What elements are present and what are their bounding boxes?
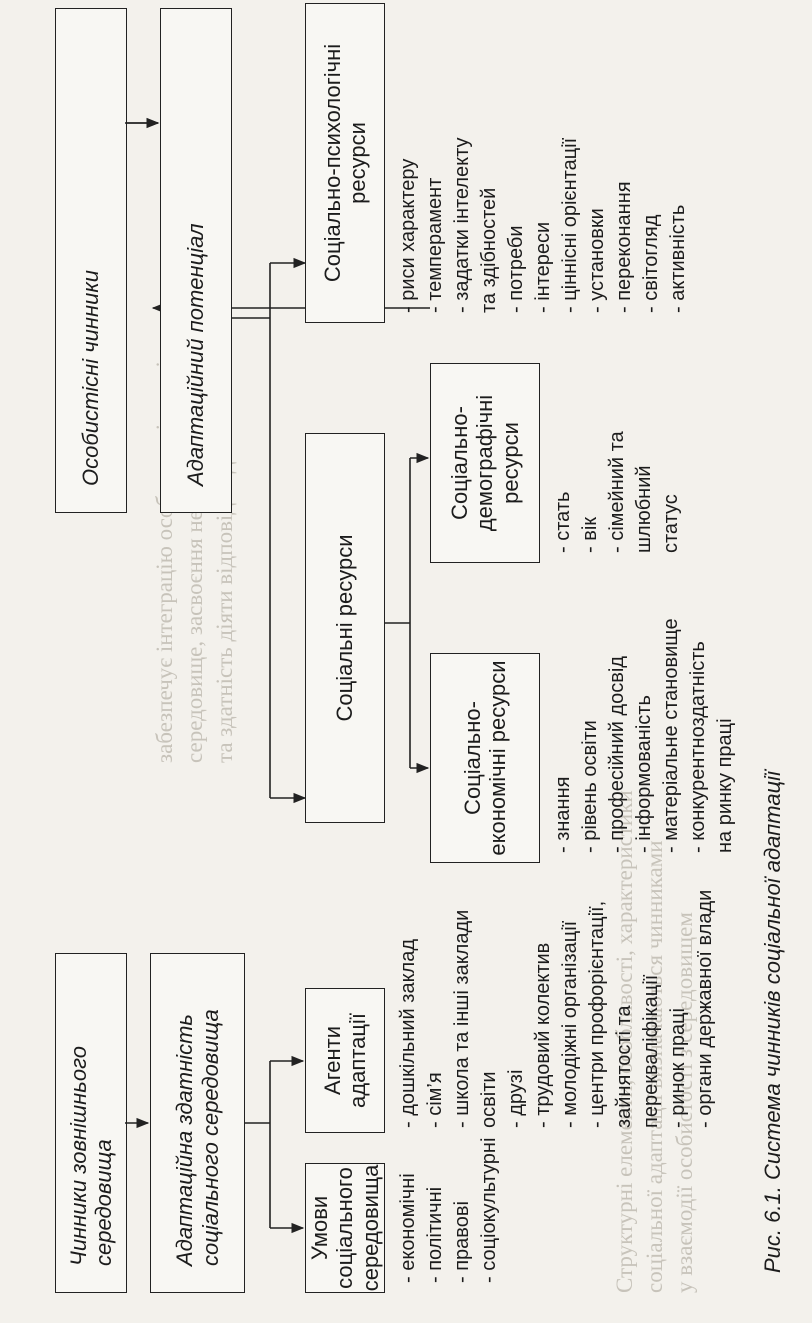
list-item: - матеріальне становище [660,618,682,853]
list-item: - задатки інтелекту [451,137,473,313]
economic-resources-box: Соціально-економічні ресурси [430,653,540,863]
external-factors-box: Чинники зовнішнього середовища [55,953,127,1293]
demographic-resources-box: Соціально-демографічні ресурси [430,363,540,563]
list-item: - темперамент [424,177,446,313]
conditions-title: Умови соціального середовища [307,1164,383,1292]
list-item: - стать [552,491,574,553]
list-item: - економічні [397,1173,419,1283]
economic-resources-title: Соціально-економічні ресурси [459,660,510,856]
list-item: - конкурентноздатність [687,641,709,853]
list-item: - ринок праці [667,1008,689,1128]
list-item: - молодіжні організації [559,920,581,1128]
list-item: статус [660,494,682,553]
list-item: шлюбний [633,465,655,553]
list-item: - установки [586,208,608,313]
list-item: - трудовий колектив [532,942,554,1128]
personal-factors-title: Особистісні чинники [78,270,104,486]
list-item: - рівень освіти [579,720,601,853]
list-item: - політичні [424,1186,446,1283]
agents-title: Агенти адаптації [319,1013,370,1108]
psych-resources-box: Соціально-психологічні ресурси [305,3,385,323]
list-item: та здібностей [478,187,500,313]
adaptive-capacity-title: Адаптаційна здатність соціального середо… [172,1009,223,1266]
list-item: - друзі [505,1069,527,1128]
demographic-resources-list: - стать - вік - сімейний та шлюбний стат… [550,431,685,553]
adaptive-capacity-box: Адаптаційна здатність соціального середо… [150,953,245,1293]
agents-box: Агенти адаптації [305,988,385,1133]
list-item: - світогляд [640,214,662,313]
list-item: освіти [478,1071,500,1128]
list-item: - соціокультурні [478,1137,500,1283]
list-item: - органи державної влади [694,889,716,1128]
list-item: - інформованість [633,695,655,853]
psych-resources-title: Соціально-психологічні ресурси [319,43,370,283]
social-resources-title: Соціальні ресурси [332,534,358,722]
list-item: - переконання [613,181,635,313]
list-item: - ціннісні орієнтації [559,137,581,313]
personal-factors-box: Особистісні чинники [55,8,127,513]
adaptation-potential-title: Адаптаційний потенціал [183,223,209,486]
list-item: на ринку праці [714,718,736,853]
agents-list: - дошкільний заклад - сім’я - школа та і… [395,890,719,1128]
list-item: перекваліфікації [640,974,662,1128]
list-item: - риси характеру [397,158,419,313]
list-item: - правові [451,1201,473,1283]
list-item: - центри профорієнтації, [586,900,608,1128]
list-item: - інтереси [532,221,554,313]
list-item: - знання [552,776,574,853]
list-item: - потреби [505,225,527,313]
list-item: - активність [667,204,689,313]
list-item: - школа та інші заклади [451,909,473,1128]
list-item: зайнятості та [613,1005,635,1128]
external-factors-title: Чинники зовнішнього середовища [65,1046,116,1266]
conditions-list: - економічні - політичні - правові - соц… [395,1138,503,1283]
economic-resources-list: - знання - рівень освіти - професійний д… [550,618,739,853]
conditions-box: Умови соціального середовища [305,1163,385,1293]
demographic-resources-title: Соціально-демографічні ресурси [447,394,523,532]
list-item: - дошкільний заклад [397,938,419,1128]
list-item: - сім’я [424,1072,446,1128]
list-item: - сімейний та [606,431,628,553]
social-resources-box: Соціальні ресурси [305,433,385,823]
list-item: - професійний досвід [606,656,628,853]
psych-resources-list: - риси характеру - темперамент - задатки… [395,137,692,313]
adaptation-potential-box: Адаптаційний потенціал [160,8,232,513]
list-item: - вік [579,516,601,553]
figure-caption: Рис. 6.1. Система чинників соціальної ад… [760,771,785,1273]
